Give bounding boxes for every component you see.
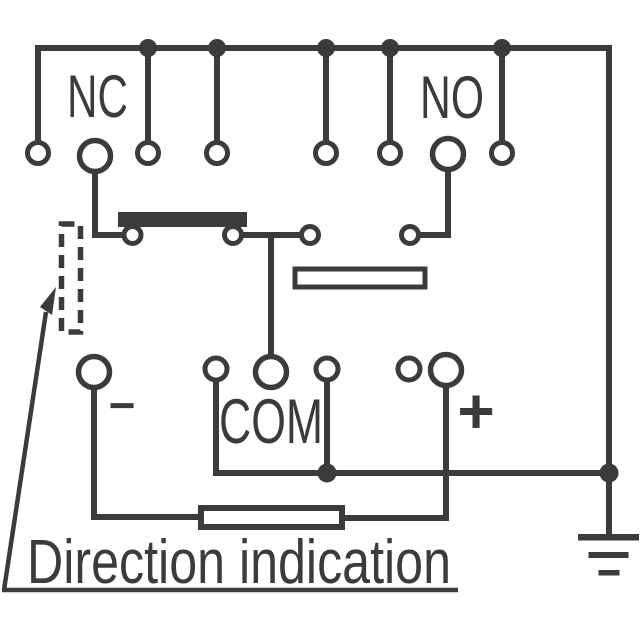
plus-polarity-label: + (457, 375, 494, 447)
ground-icon (578, 534, 639, 576)
direction-indication-label: Direction indication (27, 528, 451, 597)
junction-dot (208, 39, 226, 57)
relay-coil (292, 266, 428, 290)
junction-dot (317, 463, 337, 483)
nc-terminal-pin (76, 137, 114, 175)
top-terminal-pin (377, 140, 403, 166)
callout-arrow-shaft (1, 311, 49, 591)
moving-contact-pin (222, 224, 244, 246)
fixed-contact-pin (299, 224, 321, 246)
com-label: COM (219, 387, 323, 457)
direction-indicator-outline (58, 221, 84, 335)
ground-bar-mid (588, 552, 629, 558)
junction-dot (139, 39, 157, 57)
ground-bar-short (598, 570, 620, 576)
com-terminal-pin (252, 353, 290, 391)
ground-bar-long (578, 534, 639, 541)
no-label: NO (420, 64, 484, 131)
plus-wire (340, 385, 449, 521)
top-terminal-pin (313, 140, 339, 166)
com-terminal-pin (313, 355, 341, 383)
callout-arrowhead-icon (40, 287, 56, 315)
junction-dot (599, 463, 619, 483)
junction-dot (317, 39, 335, 57)
top-terminal-pin (204, 140, 230, 166)
minus-terminal-pin (75, 353, 113, 391)
junction-dot (493, 39, 511, 57)
plus-terminal-pin (427, 351, 465, 389)
minus-wire (91, 386, 202, 520)
com-ground-wire (213, 379, 609, 476)
no-contact-wire (418, 169, 451, 238)
resistor (198, 505, 345, 530)
fixed-contact-pin (399, 224, 421, 246)
top-terminal-pin (25, 140, 51, 166)
minus-polarity-label: − (109, 379, 136, 431)
nc-label: NC (67, 63, 128, 130)
nc-contact-wire (92, 170, 124, 238)
no-terminal-pin (429, 135, 467, 173)
moving-contact-pin (121, 224, 144, 246)
top-terminal-pin (135, 140, 161, 166)
unused-terminal-pin (395, 355, 423, 383)
junction-dot (381, 39, 399, 57)
top-terminal-pin (489, 140, 515, 166)
armature-bar (118, 212, 247, 227)
com-terminal-pin (202, 355, 230, 383)
